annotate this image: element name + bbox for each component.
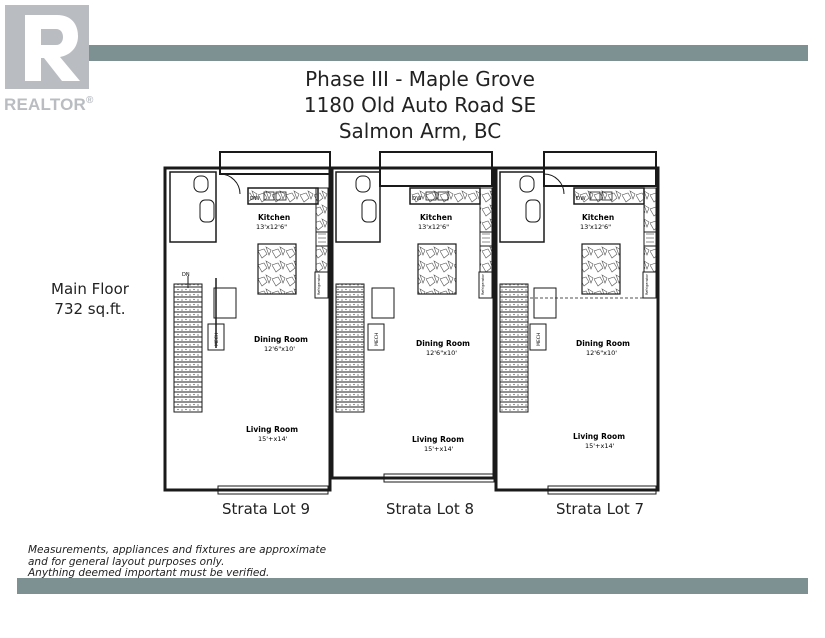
dining-room-dimension: 12'6"x10' xyxy=(264,345,295,353)
lot-label-9: Strata Lot 9 xyxy=(222,500,311,518)
floor-area: 732 sq.ft. xyxy=(54,300,126,318)
dishwasher-label: DW xyxy=(576,196,586,202)
realtor-logo: REALTOR® xyxy=(2,5,97,114)
living-room-dimension: 15'+x14' xyxy=(258,435,288,443)
floor-name: Main Floor xyxy=(51,280,129,298)
unit-strata-lot-7: DW Refrigerator Kitchen 13'x12'6" MECH D… xyxy=(494,151,660,495)
kitchen-dimension: 13'x12'6" xyxy=(256,223,287,231)
dining-room-label: Dining Room xyxy=(254,335,308,344)
living-room-label: Living Room xyxy=(573,432,625,441)
living-room-dimension: 15'+x14' xyxy=(585,442,615,450)
living-room-label: Living Room xyxy=(246,425,298,434)
floor-label: Main Floor 732 sq.ft. xyxy=(40,279,140,319)
title-block: Phase III - Maple Grove 1180 Old Auto Ro… xyxy=(240,66,600,144)
refrigerator-label: Refrigerator xyxy=(317,273,321,295)
mech-label: MECH xyxy=(536,333,542,346)
disclaimer-line-2: and for general layout purposes only. xyxy=(28,555,225,568)
realtor-wordmark: REALTOR xyxy=(4,95,86,114)
lot-label-7: Strata Lot 7 xyxy=(556,500,645,518)
disclaimer-line-1: Measurements, appliances and fixtures ar… xyxy=(28,544,327,556)
disclaimer-line-3: Anything deemed important must be verifi… xyxy=(28,567,270,579)
street-address: 1180 Old Auto Road SE xyxy=(303,93,537,117)
dining-room-dimension: 12'6"x10' xyxy=(586,349,617,357)
dining-room-dimension: 12'6"x10' xyxy=(426,349,457,357)
project-title: Phase III - Maple Grove xyxy=(305,67,535,91)
dining-room-label: Dining Room xyxy=(416,339,470,348)
unit-strata-lot-8: DW Refrigerator Kitchen 13'x12'6" MECH D… xyxy=(330,151,496,483)
lot-label-8: Strata Lot 8 xyxy=(386,500,475,518)
dishwasher-label: DW xyxy=(412,196,422,202)
dishwasher-label: DW xyxy=(250,196,260,202)
mech-label: MECH xyxy=(214,333,220,346)
disclaimer: Measurements, appliances and fixtures ar… xyxy=(28,544,368,580)
unit-strata-lot-9: DW Refrigerator Kitchen 13'x12'6" DN MEC… xyxy=(163,151,332,495)
kitchen-label: Kitchen xyxy=(420,213,452,222)
kitchen-label: Kitchen xyxy=(258,213,290,222)
kitchen-label: Kitchen xyxy=(582,213,614,222)
realtor-r-icon xyxy=(5,5,89,89)
footer-band xyxy=(17,578,808,594)
floor-plan: DW Refrigerator Kitchen 13'x12'6" DN MEC… xyxy=(163,151,660,495)
header-band xyxy=(17,45,808,61)
living-room-label: Living Room xyxy=(412,435,464,444)
dining-room-label: Dining Room xyxy=(576,339,630,348)
kitchen-dimension: 13'x12'6" xyxy=(580,223,611,231)
registered-mark: ® xyxy=(86,95,94,106)
kitchen-dimension: 13'x12'6" xyxy=(418,223,449,231)
refrigerator-label: Refrigerator xyxy=(645,273,649,295)
refrigerator-label: Refrigerator xyxy=(481,273,485,295)
city-province: Salmon Arm, BC xyxy=(338,119,502,143)
living-room-dimension: 15'+x14' xyxy=(424,445,454,453)
mech-label: MECH xyxy=(374,333,380,346)
stairs-down-label: DN xyxy=(182,272,190,278)
